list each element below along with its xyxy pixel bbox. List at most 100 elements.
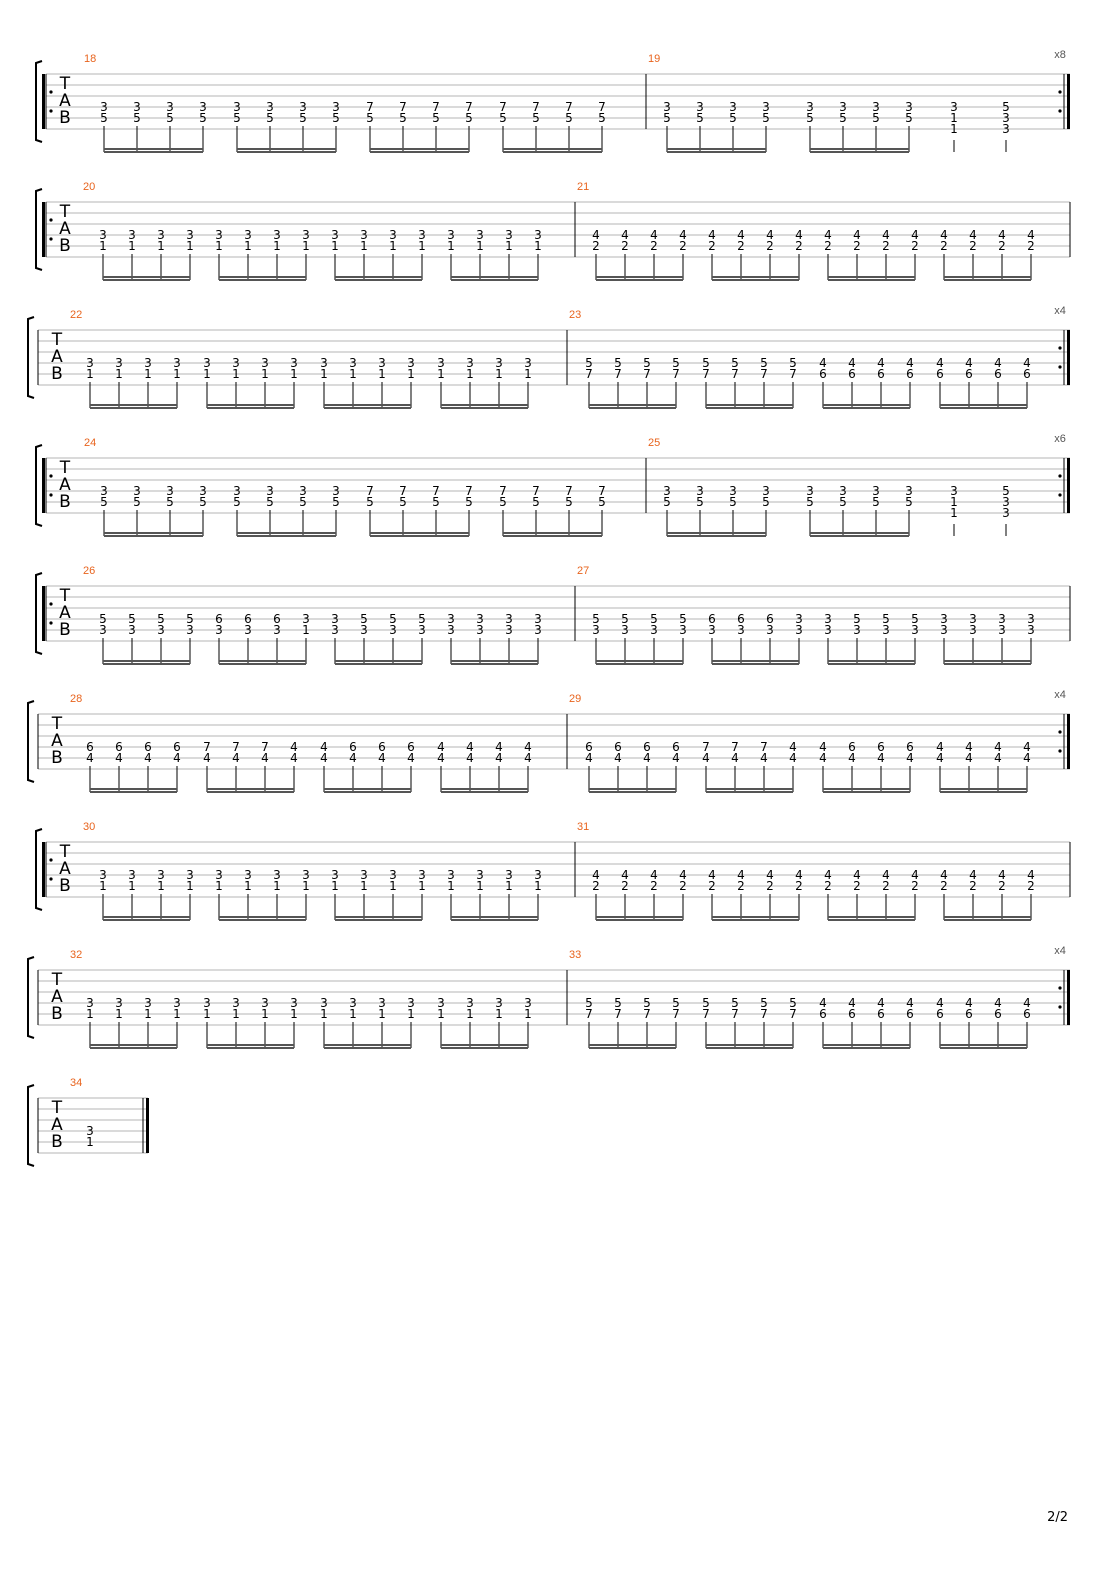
fret-number: 5 [806,111,814,125]
fret-number: 4 [466,751,474,765]
beam [823,791,910,793]
repeat-dot [1058,1005,1062,1009]
fret-number: 5 [839,495,847,509]
fret-number: 5 [789,356,797,370]
fret-number: 4 [407,751,415,765]
fret-number: 4 [911,868,919,882]
fret-number: 3 [166,484,174,498]
tab-clef-letter: T [51,970,63,990]
fret-number: 1 [418,239,426,253]
fret-number: 4 [824,868,832,882]
fret-number: 5 [650,612,658,626]
tab-clef-letter: B [59,492,71,512]
system-bracket [35,188,43,271]
fret-number: 4 [965,751,973,765]
fret-number: 5 [186,612,194,626]
fret-number: 6 [86,740,94,754]
fret-number: 4 [994,751,1002,765]
fret-number: 1 [360,239,368,253]
fret-number: 4 [789,751,797,765]
fret-number: 3 [1002,122,1010,136]
beam [207,788,294,790]
fret-number: 3 [144,356,152,370]
fret-number: 3 [447,868,455,882]
beam [944,279,1031,281]
page-number: 2/2 [1047,1510,1068,1525]
fret-number: 3 [244,228,252,242]
beam [589,1044,676,1046]
fret-number: 6 [173,740,181,754]
beam [944,276,1031,278]
fret-number: 4 [1027,228,1035,242]
fret-number: 5 [663,495,671,509]
repeat-dot [1058,474,1062,478]
fret-number: 4 [969,228,977,242]
fret-number: 2 [766,879,774,893]
fret-number: 1 [86,1135,94,1149]
repeat-start-thick-bar [42,74,45,129]
fret-number: 3 [166,100,174,114]
fret-number: 7 [399,100,407,114]
system-bracket [35,444,43,527]
fret-number: 7 [598,484,606,498]
fret-number: 3 [762,484,770,498]
fret-number: 6 [848,740,856,754]
fret-number: 4 [936,996,944,1010]
beam [103,279,190,281]
fret-number: 1 [86,367,94,381]
fret-number: 3 [696,484,704,498]
fret-number: 7 [643,1007,651,1021]
fret-number: 1 [349,1007,357,1021]
fret-number: 3 [86,1124,94,1138]
beam [810,532,909,534]
tab-clef-letter: A [51,731,63,751]
beam [828,919,915,921]
fret-number: 7 [261,740,269,754]
fret-number: 6 [115,740,123,754]
fret-number: 4 [819,751,827,765]
fret-number: 3 [476,868,484,882]
repeat-count: x4 [1054,305,1066,317]
fret-number: 6 [737,612,745,626]
fret-number: 4 [1023,356,1031,370]
beam [667,148,766,150]
fret-number: 4 [378,751,386,765]
fret-number: 4 [789,740,797,754]
fret-number: 4 [994,740,1002,754]
fret-number: 2 [1027,239,1035,253]
fret-number: 1 [331,239,339,253]
repeat-count: x4 [1054,689,1066,701]
fret-number: 3 [332,100,340,114]
fret-number: 4 [969,868,977,882]
fret-number: 3 [1002,495,1010,509]
beam [451,660,538,662]
beam [441,1047,528,1049]
fret-number: 3 [173,996,181,1010]
fret-number: 4 [349,751,357,765]
fret-number: 3 [378,356,386,370]
fret-number: 2 [824,879,832,893]
beam [828,660,915,662]
fret-number: 3 [1027,623,1035,637]
fret-number: 1 [378,1007,386,1021]
fret-number: 3 [244,868,252,882]
beam [712,919,799,921]
fret-number: 5 [643,356,651,370]
fret-number: 2 [592,239,600,253]
fret-number: 4 [824,228,832,242]
fret-number: 3 [290,996,298,1010]
fret-number: 3 [332,484,340,498]
beam [944,663,1031,665]
fret-number: 5 [614,356,622,370]
fret-number: 3 [447,612,455,626]
fret-number: 3 [128,228,136,242]
fret-number: 3 [360,623,368,637]
fret-number: 2 [766,239,774,253]
fret-number: 3 [302,612,310,626]
fret-number: 3 [663,484,671,498]
fret-number: 5 [1002,100,1010,114]
fret-number: 4 [708,228,716,242]
fret-number: 2 [679,239,687,253]
measure-number: 29 [569,693,581,705]
repeat-count: x8 [1054,49,1066,61]
